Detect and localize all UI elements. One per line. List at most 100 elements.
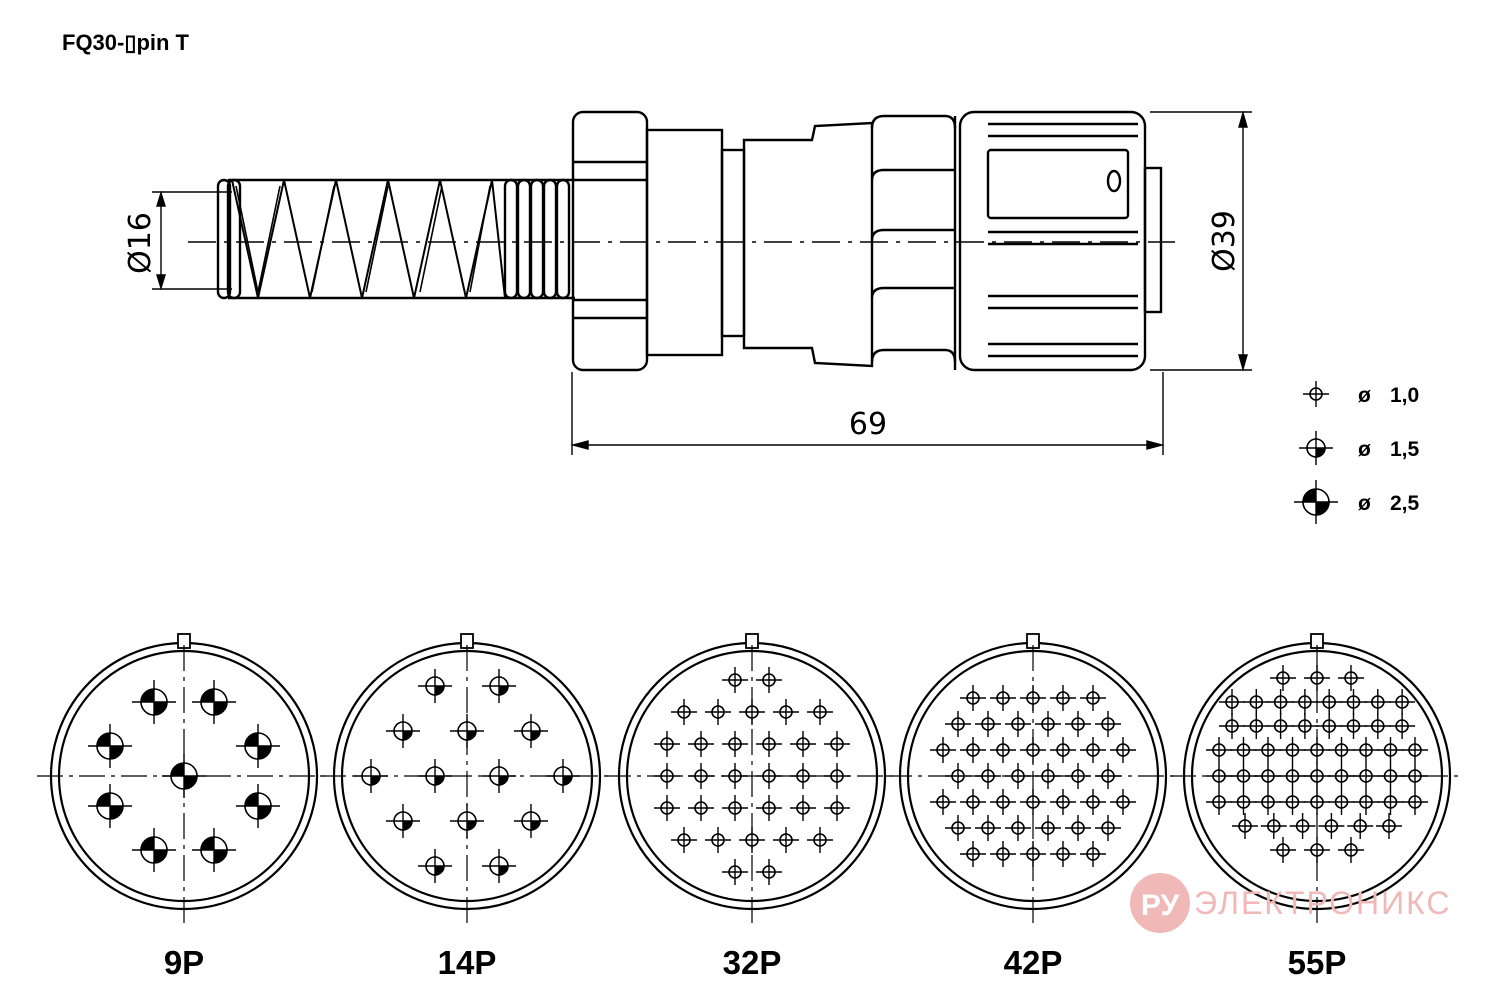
contact-pin (1065, 815, 1091, 841)
legend-value: 1,0 (1390, 384, 1419, 407)
contact-pin (1110, 789, 1136, 815)
contact-pin (1316, 713, 1343, 739)
contact-pin (1080, 685, 1106, 711)
contact-pin (990, 737, 1016, 763)
contact-pin (236, 724, 280, 768)
contact-pin (1035, 763, 1061, 789)
contact-pin (192, 828, 236, 872)
contact-pin (756, 795, 782, 821)
contact-pin (1328, 789, 1355, 815)
contact-pin (824, 795, 850, 821)
contact-pin (1080, 841, 1106, 867)
contact-pin (450, 804, 484, 838)
cable-spring (216, 178, 575, 300)
contact-pin (1270, 837, 1296, 863)
contact-pin (1020, 685, 1046, 711)
contact-pin (1279, 763, 1306, 789)
contact-pin (1035, 815, 1061, 841)
contact-pin (739, 699, 765, 725)
pin-layout-42p: 42P (886, 633, 1180, 981)
contact-pin (654, 795, 680, 821)
contact-pin (1402, 737, 1428, 763)
contact-pin (807, 827, 833, 853)
contact-pin (1347, 813, 1374, 839)
contact-pin (1402, 763, 1428, 789)
contact-pin (386, 714, 420, 748)
contact-pin (705, 827, 731, 853)
legend-row: ø 1,0 (1303, 381, 1419, 407)
contact-pin (1260, 813, 1287, 839)
legend-pin-symbol (1294, 480, 1338, 524)
contact-pin (1206, 737, 1232, 763)
contact-pin (1270, 665, 1296, 691)
contact-pin (1005, 711, 1031, 737)
contact-pin (930, 789, 956, 815)
contact-pin (1065, 711, 1091, 737)
contact-pin (1020, 841, 1046, 867)
contact-pin (688, 795, 714, 821)
contact-pin (671, 699, 697, 725)
contact-pin (1353, 737, 1379, 763)
contact-pin (773, 827, 799, 853)
contact-pin (960, 789, 986, 815)
contact-pin (1243, 689, 1270, 715)
hex-nut (571, 110, 649, 372)
contact-pin (1230, 789, 1257, 815)
contact-pin (1095, 711, 1121, 737)
legend-diameter-symbol: ø (1358, 384, 1371, 407)
contact-pin (1376, 813, 1402, 839)
contact-pin (1050, 841, 1076, 867)
contact-pin (1020, 737, 1046, 763)
layout-label: 55P (1288, 944, 1347, 981)
contact-pin (1267, 689, 1294, 715)
contact-pin (1377, 737, 1404, 763)
layout-label: 9P (164, 944, 204, 981)
contact-pin (807, 699, 833, 725)
watermark-text: ЭЛЕКТРОНИКС (1194, 885, 1452, 921)
legend-diameter-symbol: ø (1358, 492, 1371, 515)
contact-pin (1080, 789, 1106, 815)
contact-pin (756, 667, 782, 693)
contact-pin (386, 804, 420, 838)
legend-pin-symbol (1299, 431, 1333, 465)
contact-pin (975, 763, 1001, 789)
contact-pin (450, 714, 484, 748)
contact-pin (1291, 713, 1318, 739)
pin-layout-32p: 32P (605, 633, 899, 981)
contact-pin (930, 737, 956, 763)
contact-pin (990, 789, 1016, 815)
contact-pin (722, 859, 748, 885)
pin-layout-14p: 14P (320, 633, 614, 981)
contact-pin (1095, 815, 1121, 841)
contact-pin (132, 828, 176, 872)
contact-pin (1364, 689, 1391, 715)
contact-pin (945, 711, 971, 737)
body-diameter-dimension (1150, 110, 1252, 372)
contact-pin (1095, 763, 1121, 789)
contact-pin (945, 815, 971, 841)
connector-face (1143, 166, 1163, 314)
contact-pin (1304, 837, 1330, 863)
contact-pin (1353, 763, 1379, 789)
contact-pin (654, 763, 680, 789)
contact-pin (1377, 789, 1404, 815)
contact-pin (688, 763, 714, 789)
contact-pin (88, 784, 132, 828)
contact-pin (790, 731, 816, 757)
contact-pin (1020, 789, 1046, 815)
watermark-badge (1130, 873, 1190, 933)
pin-layout-55p: 55P (1170, 633, 1464, 981)
pin-layout-9p: 9P (37, 633, 331, 981)
contact-pin (88, 724, 132, 768)
legend-diameter-symbol: ø (1358, 438, 1371, 461)
contact-pin (824, 731, 850, 757)
contact-pin (975, 815, 1001, 841)
contact-pin (418, 759, 452, 793)
contact-pin (1243, 713, 1270, 739)
contact-pin (1255, 737, 1281, 763)
contact-pin (1316, 689, 1343, 715)
contact-pin (482, 669, 516, 703)
contact-pin (1279, 737, 1306, 763)
contact-pin (1353, 789, 1379, 815)
